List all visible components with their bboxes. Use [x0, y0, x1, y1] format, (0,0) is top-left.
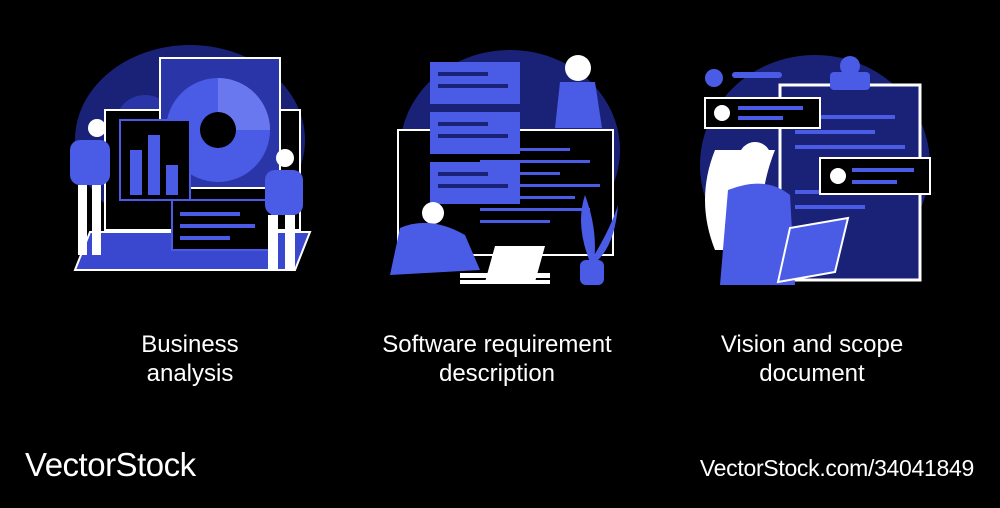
vision-scope-illustration	[680, 0, 950, 300]
software-requirement-illustration	[370, 0, 640, 300]
tablet-icon	[776, 216, 850, 284]
person-icon	[555, 55, 602, 128]
business-analysis-illustration	[60, 0, 330, 300]
vectorstock-image-id: VectorStock.com/34041849	[699, 455, 974, 481]
caption-line: Vision and scope	[720, 331, 904, 358]
caption-software-requirement: Software requirement description	[347, 330, 647, 388]
caption-line: document	[759, 360, 865, 387]
caption-business-analysis: Business analysis	[40, 330, 340, 388]
person-icon	[265, 149, 303, 270]
caption-line: Business	[141, 331, 239, 358]
plant-icon	[580, 195, 618, 285]
chat-bubble-icon	[704, 97, 821, 129]
chat-bubble-icon	[819, 157, 931, 195]
data-card	[171, 199, 273, 251]
caption-vision-scope: Vision and scope document	[662, 330, 962, 388]
bar-chart-icon	[119, 119, 191, 201]
caption-line: description	[438, 360, 556, 387]
requirement-cards	[430, 62, 520, 204]
person-icon	[390, 202, 480, 275]
person-icon	[70, 119, 110, 255]
bell-icon	[705, 69, 782, 87]
vectorstock-logo: VectorStock	[25, 446, 196, 483]
laptop-icon	[460, 246, 550, 284]
caption-line: Software requirement	[382, 331, 612, 358]
caption-line: analysis	[146, 360, 234, 387]
person-icon	[705, 142, 795, 285]
